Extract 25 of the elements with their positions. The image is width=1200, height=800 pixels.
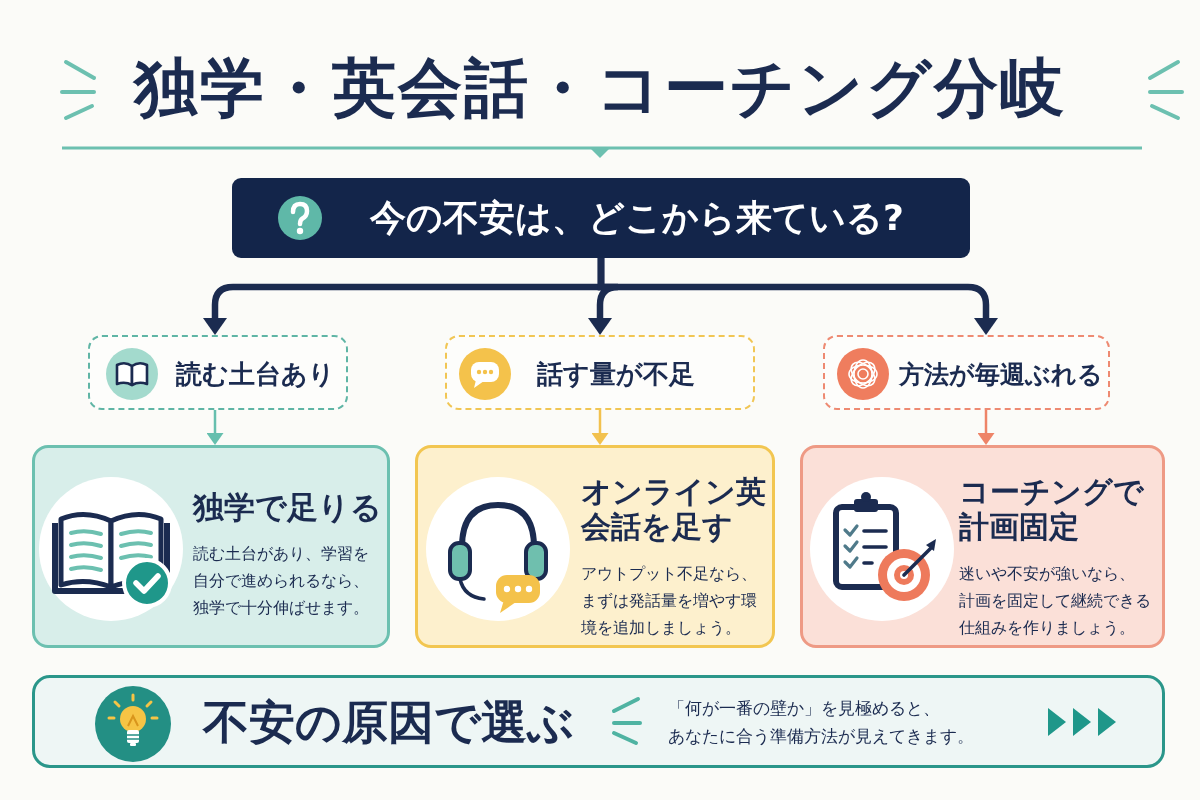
question-text: 今の不安は、どこから来ている?: [370, 196, 904, 240]
summary-banner: [32, 675, 1165, 768]
result-text: アウトプット不足なら、まずは発話量を増やす環境を追加しましょう。: [581, 563, 758, 639]
arrow: [597, 258, 998, 335]
result-text: 読む土台があり、学習を自分で進められるなら、独学で十分伸ばせます。: [193, 543, 370, 619]
title: 独学・英会話・コーチング分岐: [134, 50, 1066, 127]
result-heading: 独学で足りる: [193, 488, 382, 527]
result-heading: オンライン英会話を足す: [581, 474, 767, 544]
result-text: 迷いや不安が強いなら、計画を固定して継続できる仕組みを作りましょう。: [959, 563, 1152, 639]
banner-heading: 不安の原因で選ぶ: [203, 694, 574, 751]
option-label: 読む土台あり: [176, 358, 335, 391]
option-box: [88, 335, 348, 410]
option-label: 話す量が不足: [537, 358, 695, 391]
option-label: 方法が毎週ぶれる: [899, 359, 1103, 391]
option-box: [823, 335, 1110, 410]
option-box: [445, 335, 755, 410]
question-box: [232, 178, 970, 258]
arrow: [977, 410, 995, 445]
result-card: [415, 445, 775, 648]
result-card: [800, 445, 1165, 648]
arrow: [591, 410, 609, 445]
arrow: [206, 410, 224, 445]
banner-text: 「何が一番の壁か」を見極めると、あなたに合う準備方法が見えてきます。: [668, 697, 975, 748]
result-heading: コーチングで計画固定: [959, 474, 1145, 544]
result-card: [32, 445, 390, 648]
